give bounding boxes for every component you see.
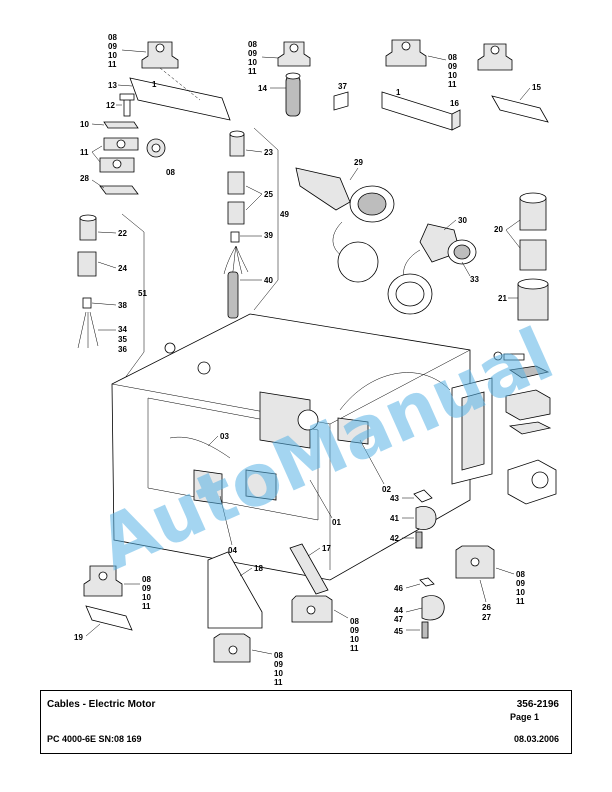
callout-41: 41 — [390, 514, 399, 523]
callout-25: 25 — [264, 190, 273, 199]
callout-47: 47 — [394, 615, 403, 624]
callout-09-d: 09 — [448, 62, 457, 71]
callout-36: 36 — [118, 345, 127, 354]
callout-15: 15 — [532, 83, 541, 92]
callout-02: 02 — [382, 485, 391, 494]
callout-08: 08 — [108, 33, 117, 42]
plug-and-socket: 29 30 33 — [295, 158, 479, 315]
callout-12: 12 — [106, 101, 115, 110]
callout-03: 03 — [220, 432, 229, 441]
callout-28: 28 — [80, 174, 89, 183]
callout-26: 26 — [482, 603, 491, 612]
callout-38: 38 — [118, 301, 127, 310]
title-block: Cables - Electric Motor 356-2196 Page 1 … — [40, 690, 572, 754]
callout-30: 30 — [458, 216, 467, 225]
lower-parts: 17 18 08 09 10 11 19 08 09 10 11 08 09 1… — [74, 543, 525, 687]
callout-19: 19 — [74, 633, 83, 642]
callout-49: 49 — [280, 210, 289, 219]
callout-11-c: 11 — [248, 67, 257, 76]
callout-34: 34 — [118, 325, 127, 334]
callout-08-e: 08 — [142, 575, 151, 584]
callout-10-b: 10 — [80, 120, 89, 129]
callout-17: 17 — [322, 544, 331, 553]
callout-11: 11 — [108, 60, 117, 69]
page-number: Page 1 — [509, 712, 539, 722]
callout-16: 16 — [450, 99, 459, 108]
callout-35: 35 — [118, 335, 127, 344]
callout-09-g: 09 — [274, 660, 283, 669]
callout-09-e: 09 — [142, 584, 151, 593]
exploded-parts-diagram: 08 09 10 11 13 1 12 10 11 08 28 08 09 — [74, 33, 565, 687]
callout-08-h: 08 — [516, 570, 525, 579]
clamp-group-top-left: 08 09 10 11 13 1 12 10 11 08 28 — [80, 33, 231, 195]
callout-39: 39 — [264, 231, 273, 240]
callout-10-e: 10 — [142, 593, 151, 602]
callout-11-f: 11 — [350, 644, 359, 653]
callout-09-h: 09 — [516, 579, 525, 588]
callout-43: 43 — [390, 494, 399, 503]
cable-gland-column: 23 25 39 40 49 — [223, 127, 289, 319]
callout-10-f: 10 — [350, 635, 359, 644]
callout-09-c: 09 — [248, 49, 257, 58]
machine-serial: PC 4000-6E SN:08 169 — [47, 734, 142, 744]
callout-08-b: 08 — [166, 168, 175, 177]
callout-40: 40 — [264, 276, 273, 285]
callout-51: 51 — [138, 289, 147, 298]
callout-1-a: 1 — [152, 80, 157, 89]
callout-45: 45 — [394, 627, 403, 636]
gland-stack-right: 20 21 — [494, 192, 549, 321]
callout-11-b: 11 — [80, 148, 89, 157]
motor-frame-assembly: 03 04 01 02 — [111, 313, 471, 581]
callout-01: 01 — [332, 518, 341, 527]
callout-46: 46 — [394, 584, 403, 593]
callout-18: 18 — [254, 564, 263, 573]
callout-10-d: 10 — [448, 71, 457, 80]
callout-42: 42 — [390, 534, 399, 543]
callout-1-b: 1 — [396, 88, 401, 97]
document-date: 08.03.2006 — [513, 734, 559, 744]
callout-23: 23 — [264, 148, 273, 157]
callout-20: 20 — [494, 225, 503, 234]
callout-09-f: 09 — [350, 626, 359, 635]
callout-08-f: 08 — [350, 617, 359, 626]
clamp-group-top-middle: 08 09 10 11 14 37 — [248, 40, 349, 117]
callout-29: 29 — [354, 158, 363, 167]
callout-14: 14 — [258, 84, 267, 93]
terminal-box-assembly: 43 41 42 — [390, 351, 557, 549]
callout-10-g: 10 — [274, 669, 283, 678]
callout-33: 33 — [470, 275, 479, 284]
clamp-group-top-right: 08 09 10 11 1 16 15 — [381, 39, 549, 131]
callout-11-d: 11 — [448, 80, 457, 89]
callout-11-e: 11 — [142, 602, 151, 611]
callout-44: 44 — [394, 606, 403, 615]
callout-21: 21 — [498, 294, 507, 303]
callout-10-c: 10 — [248, 58, 257, 67]
document-title: Cables - Electric Motor — [47, 699, 156, 710]
callout-08-d: 08 — [448, 53, 457, 62]
callout-27: 27 — [482, 613, 491, 622]
callout-11-g: 11 — [274, 678, 283, 687]
callout-10: 10 — [108, 51, 117, 60]
cable-gland-column-left: 22 24 38 34 35 36 51 — [77, 213, 147, 383]
callout-37: 37 — [338, 82, 347, 91]
callout-10-h: 10 — [516, 588, 525, 597]
callout-04: 04 — [228, 546, 237, 555]
callout-11-h: 11 — [516, 597, 525, 606]
callout-13: 13 — [108, 81, 117, 90]
callout-08-g: 08 — [274, 651, 283, 660]
callout-22: 22 — [118, 229, 127, 238]
document-number: 356-2196 — [516, 699, 559, 710]
callout-24: 24 — [118, 264, 127, 273]
callout-09: 09 — [108, 42, 117, 51]
callout-08-c: 08 — [248, 40, 257, 49]
